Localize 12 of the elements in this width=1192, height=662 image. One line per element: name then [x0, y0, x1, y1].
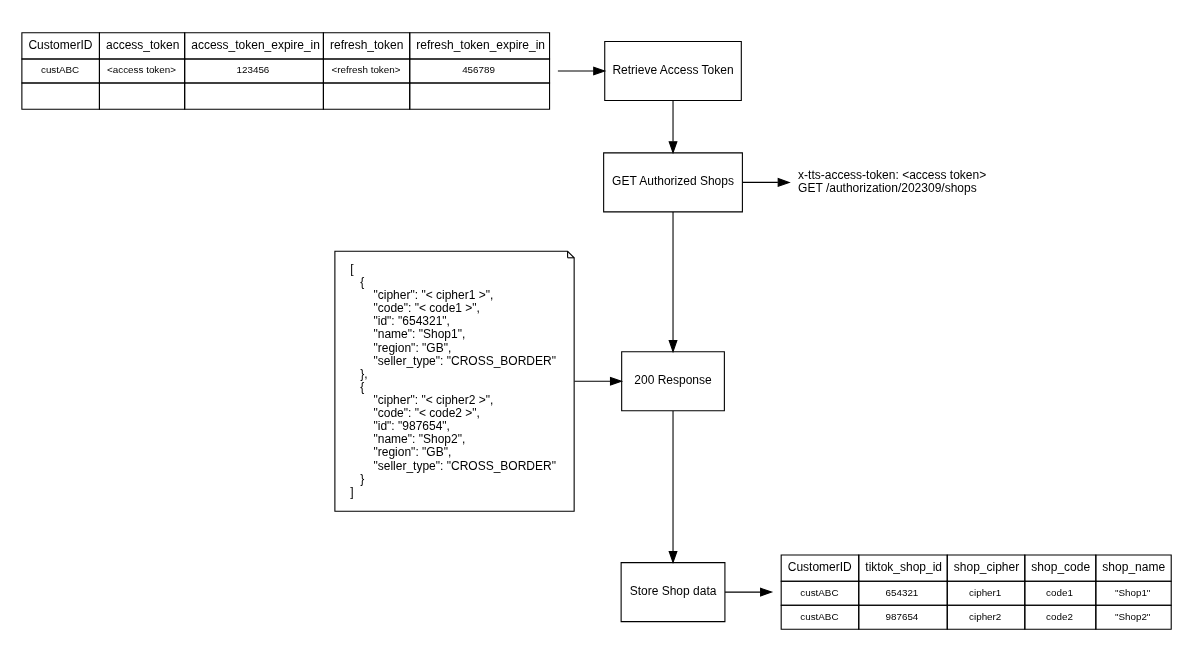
node-box: GET Authorized Shops — [603, 152, 743, 213]
node-box: Store Shop data — [620, 562, 726, 623]
arrow — [668, 410, 678, 565]
arrow — [668, 211, 678, 354]
arrow — [573, 376, 624, 386]
node-text: x-tts-access-token: <access token> GET /authorization/202309/shops — [798, 167, 987, 196]
node-box: 200 Response — [621, 351, 725, 412]
arrow — [742, 177, 791, 187]
arrow — [557, 66, 607, 76]
arrow — [668, 99, 678, 155]
arrow — [724, 587, 774, 597]
node-box: Retrieve Access Token — [604, 40, 742, 102]
